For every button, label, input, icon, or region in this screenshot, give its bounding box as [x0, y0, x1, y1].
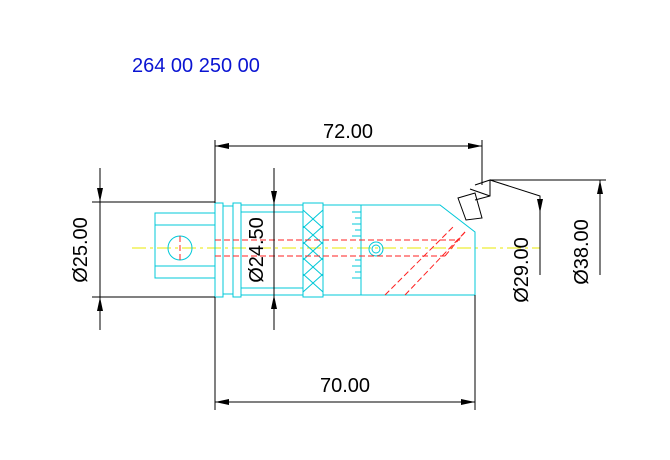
dim-bottom-length-label: 70.00 — [320, 375, 370, 397]
dimension-top-length: 72.00 — [214, 121, 483, 203]
dim-inner-diameter-label: Ø24.50 — [246, 217, 268, 283]
dimension-inner-diameter: Ø24.50 — [246, 168, 277, 330]
tool-body — [154, 202, 476, 298]
dimension-right-diameter-1: Ø29.00 — [511, 196, 543, 303]
dim-left-diameter-label: Ø25.00 — [70, 217, 92, 283]
dimension-bottom-length: 70.00 — [214, 295, 476, 410]
dim-top-length-label: 72.00 — [323, 121, 373, 143]
dimension-left-diameter: Ø25.00 — [70, 168, 215, 330]
hidden-lines — [179, 224, 466, 296]
dimension-right-diameter-2: Ø38.00 — [490, 179, 606, 285]
dim-right-diameter-2-label: Ø38.00 — [571, 219, 593, 285]
cutter-insert — [457, 179, 541, 221]
part-number: 264 00 250 00 — [132, 55, 260, 77]
dim-right-diameter-1-label: Ø29.00 — [511, 237, 533, 303]
